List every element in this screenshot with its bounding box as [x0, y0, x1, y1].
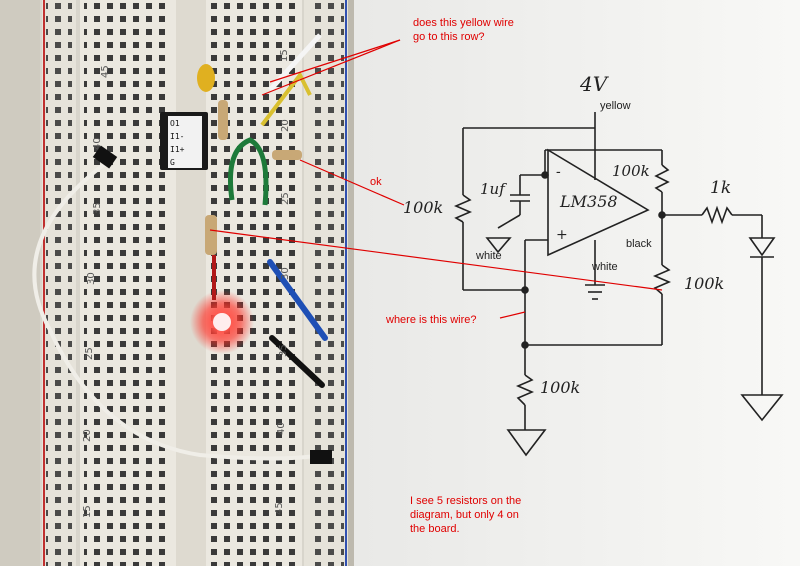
yellow-wire: [260, 71, 312, 127]
resistor-input-label: 100k: [403, 198, 444, 217]
row-number: 45: [274, 502, 285, 515]
white-wire-top: [268, 33, 322, 92]
opamp-minus-label: -: [556, 164, 561, 180]
opamp-label: LM358: [560, 192, 618, 211]
resistor-bottom-label: 100k: [540, 378, 581, 397]
breadboard: [0, 0, 354, 566]
capacitor-label: 1uf: [480, 180, 505, 198]
row-number: 35: [92, 202, 103, 215]
resistor-3: [205, 215, 217, 255]
resistor-2: [272, 150, 302, 160]
resistor-led-label: 1k: [710, 178, 732, 198]
led: [213, 313, 231, 331]
wire-label-black: black: [626, 238, 652, 250]
resistor-feedback-label: 100k: [612, 162, 650, 180]
row-number: 15: [82, 505, 93, 518]
components: [32, 33, 332, 464]
yellow-wire-question: does this yellow wire go to this row?: [413, 17, 514, 43]
chip-label: I1+: [170, 145, 185, 154]
chip-label: I1-: [170, 132, 185, 141]
blue-jumper: [267, 259, 328, 341]
row-number: 15: [279, 49, 290, 62]
row-number: 30: [86, 272, 97, 285]
where-wire-note: where is this wire?: [386, 314, 477, 326]
chip-label: G: [170, 158, 175, 167]
black-jumper: [269, 335, 325, 388]
supply-voltage-label: 4V: [580, 72, 608, 96]
wire-label-yellow: yellow: [600, 100, 631, 112]
chip-label: O1: [170, 119, 180, 128]
row-number: 30: [280, 267, 291, 280]
resistor-1: [218, 100, 228, 140]
row-number: 40: [92, 137, 103, 150]
green-wire: [227, 137, 269, 206]
capacitor: [197, 64, 215, 92]
opamp-plus-label: +: [556, 227, 568, 243]
ok-note: ok: [370, 176, 382, 188]
row-number: 25: [280, 192, 291, 205]
row-number: 20: [280, 119, 291, 132]
row-number: 20: [82, 429, 93, 442]
row-number: 45: [100, 65, 111, 78]
wire-label-white-right: white: [592, 261, 618, 273]
row-number: 40: [276, 422, 287, 435]
resistor-count-note: I see 5 resistors on the diagram, but on…: [410, 495, 522, 535]
white-long-wire: [32, 158, 323, 461]
wire-label-white-left: white: [476, 250, 502, 262]
row-number: 25: [84, 347, 95, 360]
paper-background: [330, 0, 800, 566]
resistor-divider-label: 100k: [684, 274, 725, 293]
schematic: [453, 112, 784, 457]
row-number: 35: [278, 344, 289, 357]
annotation-lines: [209, 39, 663, 319]
